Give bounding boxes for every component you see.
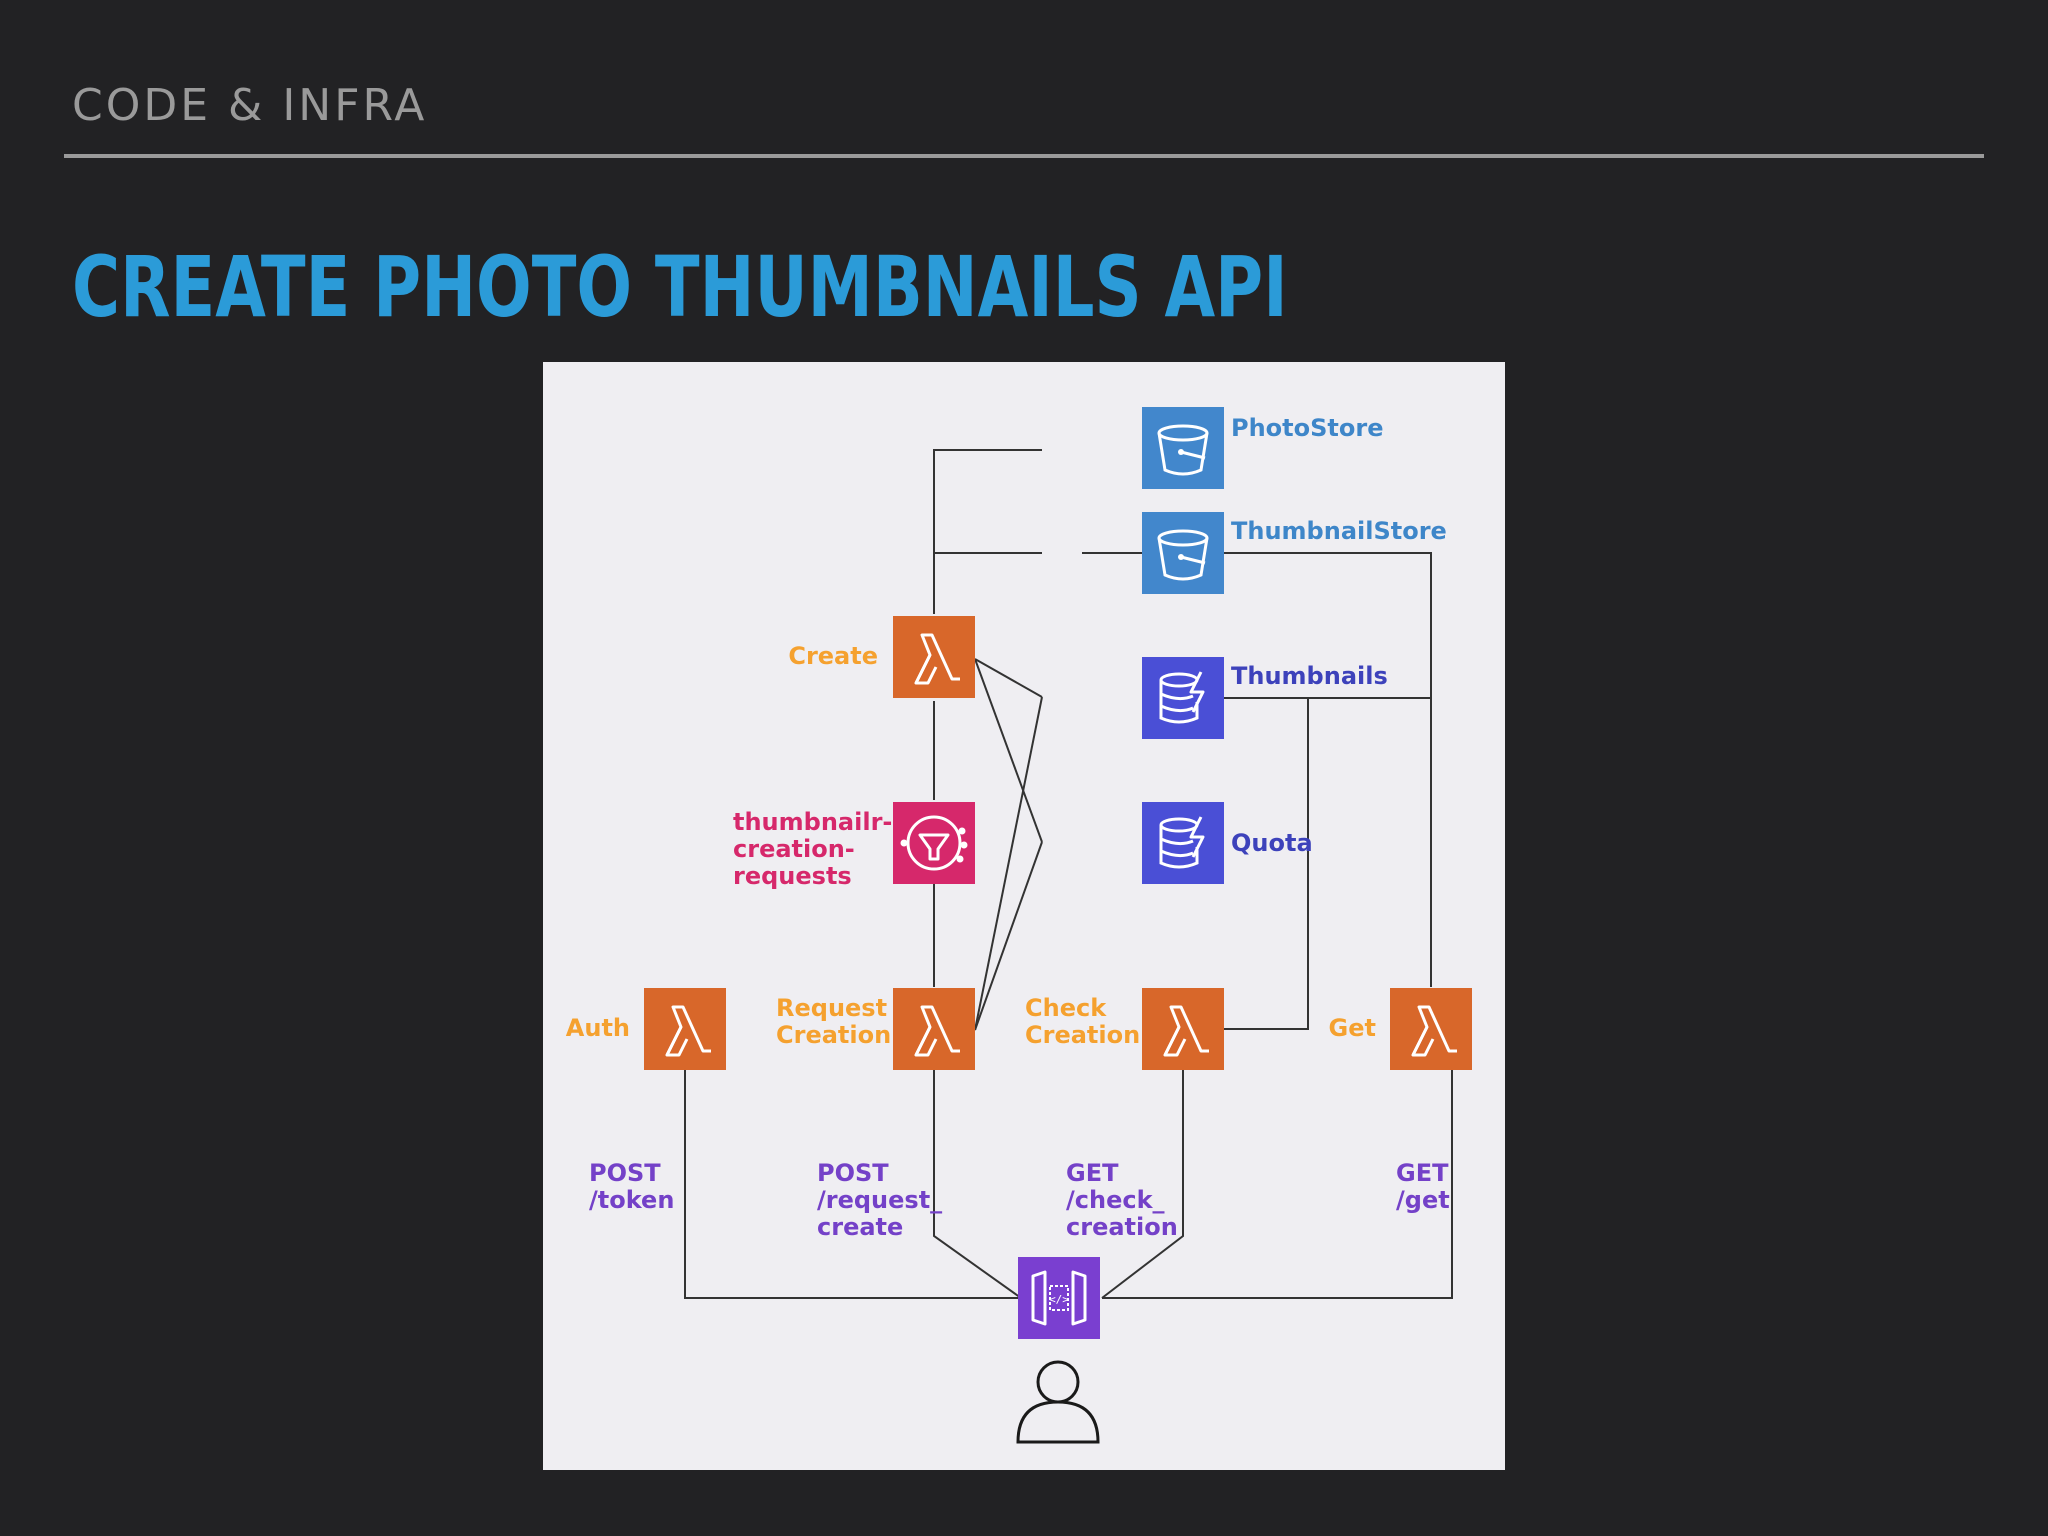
- auth-lambda-node: Auth: [566, 988, 726, 1070]
- thumbnailstore-node: ThumbnailStore: [1142, 512, 1447, 594]
- request-creation-lambda-node: Request Creation: [776, 988, 975, 1070]
- get-lambda-box: [1390, 988, 1472, 1070]
- create-to-quota-line: [974, 658, 1043, 843]
- check-creation-lambda-node: Check Creation: [1025, 988, 1224, 1070]
- thumbnailstore-label: ThumbnailStore: [1231, 517, 1447, 545]
- create-to-photostore-line: [933, 449, 1042, 614]
- route-post-request-create-label: POST /request_ create: [817, 1159, 951, 1241]
- request-creation-to-quota-line: [974, 841, 1043, 1031]
- create-lambda-box: [893, 616, 975, 698]
- request-creation-to-gateway-line: [933, 1070, 1022, 1299]
- diagram-canvas: </> PhotoStore: [566, 407, 1472, 1444]
- route-post-token-label: POST /token: [589, 1159, 674, 1214]
- auth-lambda-box: [644, 988, 726, 1070]
- check-creation-to-gateway-line: [1101, 1070, 1184, 1299]
- thumbnails-table-node: Thumbnails: [1142, 657, 1388, 739]
- auth-label: Auth: [566, 1014, 630, 1042]
- create-lambda-node: Create: [788, 616, 975, 698]
- sns-topic-node: thumbnailr- creation- requests: [733, 802, 975, 890]
- thumbnailstore-box: [1142, 512, 1224, 594]
- sns-topic-label: thumbnailr- creation- requests: [733, 808, 901, 890]
- create-to-thumbnails-line: [974, 658, 1043, 698]
- route-get-get-label: GET /get: [1396, 1159, 1457, 1214]
- get-to-gateway-line: [1102, 1070, 1453, 1299]
- create-label: Create: [788, 642, 878, 670]
- architecture-diagram: </> PhotoStore: [543, 362, 1505, 1470]
- get-lambda-node: Get: [1329, 988, 1472, 1070]
- check-creation-lambda-box: [1142, 988, 1224, 1070]
- quota-label: Quota: [1231, 829, 1313, 857]
- header-divider: [64, 154, 1984, 158]
- thumbnailstore-to-get-line: [1082, 552, 1432, 987]
- photostore-label: PhotoStore: [1231, 414, 1383, 442]
- thumbnails-label: Thumbnails: [1231, 662, 1388, 690]
- photostore-node: PhotoStore: [1142, 407, 1383, 489]
- check-creation-label: Check Creation: [1025, 994, 1140, 1049]
- quota-table-node: Quota: [1142, 802, 1313, 884]
- request-creation-lambda-box: [893, 988, 975, 1070]
- request-creation-label: Request Creation: [776, 994, 895, 1049]
- get-label: Get: [1329, 1014, 1376, 1042]
- route-get-check-creation-label: GET /check_ creation: [1066, 1159, 1178, 1241]
- user-icon: [1016, 1360, 1100, 1444]
- slide-title: CREATE PHOTO THUMBNAILS API: [72, 238, 1288, 336]
- api-gateway-node: [1018, 1257, 1100, 1339]
- request-creation-to-thumbnails-line: [974, 696, 1043, 1031]
- auth-to-gateway-line: [684, 1070, 1021, 1299]
- thumbnails-to-check-creation-line: [1223, 698, 1309, 1030]
- photostore-box: [1142, 407, 1224, 489]
- section-label: CODE & INFRA: [72, 80, 428, 131]
